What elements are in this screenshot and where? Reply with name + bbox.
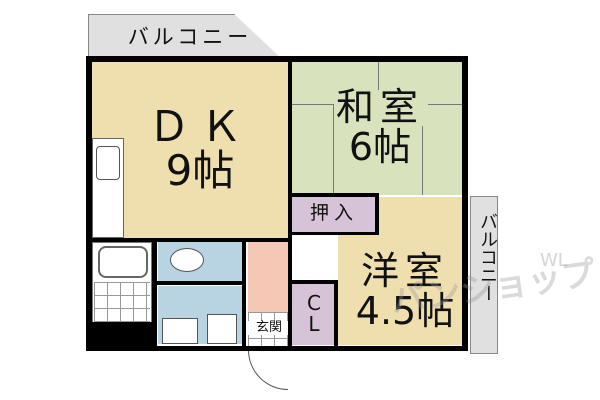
closet-label: C L bbox=[292, 293, 336, 335]
kitchen-sink-icon bbox=[96, 146, 120, 180]
balcony-right bbox=[470, 196, 498, 354]
closet-c: C bbox=[307, 291, 321, 315]
toilet-icon bbox=[170, 248, 204, 272]
room-closet bbox=[292, 283, 336, 345]
bathtub-icon bbox=[98, 246, 148, 278]
washitsu-size: 6帖 bbox=[348, 124, 412, 169]
dk-name: ＤＫ bbox=[147, 102, 252, 151]
washbasin-icon bbox=[162, 318, 198, 344]
bath-floor bbox=[94, 282, 150, 322]
youshitsu-name: 洋室 bbox=[360, 249, 449, 293]
balcony-top-label: バルコニー bbox=[127, 25, 253, 49]
room-oshiire bbox=[292, 197, 376, 233]
youshitsu-size: 4.5帖 bbox=[355, 288, 455, 333]
washing-machine-icon bbox=[207, 314, 237, 344]
dk-label: ＤＫ 9帖 bbox=[140, 102, 260, 196]
balcony-right-label: バルコニー bbox=[477, 212, 498, 302]
youshitsu-label: 洋室 4.5帖 bbox=[345, 249, 465, 333]
washitsu-name: 和室 bbox=[335, 85, 424, 129]
room-dk bbox=[92, 60, 290, 238]
closet-l: L bbox=[308, 312, 320, 336]
washitsu-label: 和室 6帖 bbox=[330, 85, 430, 169]
oshiire-label: 押入 bbox=[309, 202, 358, 224]
genkan-label: 玄関 bbox=[248, 321, 290, 335]
watermark-small: WL bbox=[540, 250, 568, 271]
dk-size: 9帖 bbox=[165, 146, 235, 196]
entry-door-swing bbox=[248, 350, 288, 390]
hallway bbox=[248, 238, 290, 313]
